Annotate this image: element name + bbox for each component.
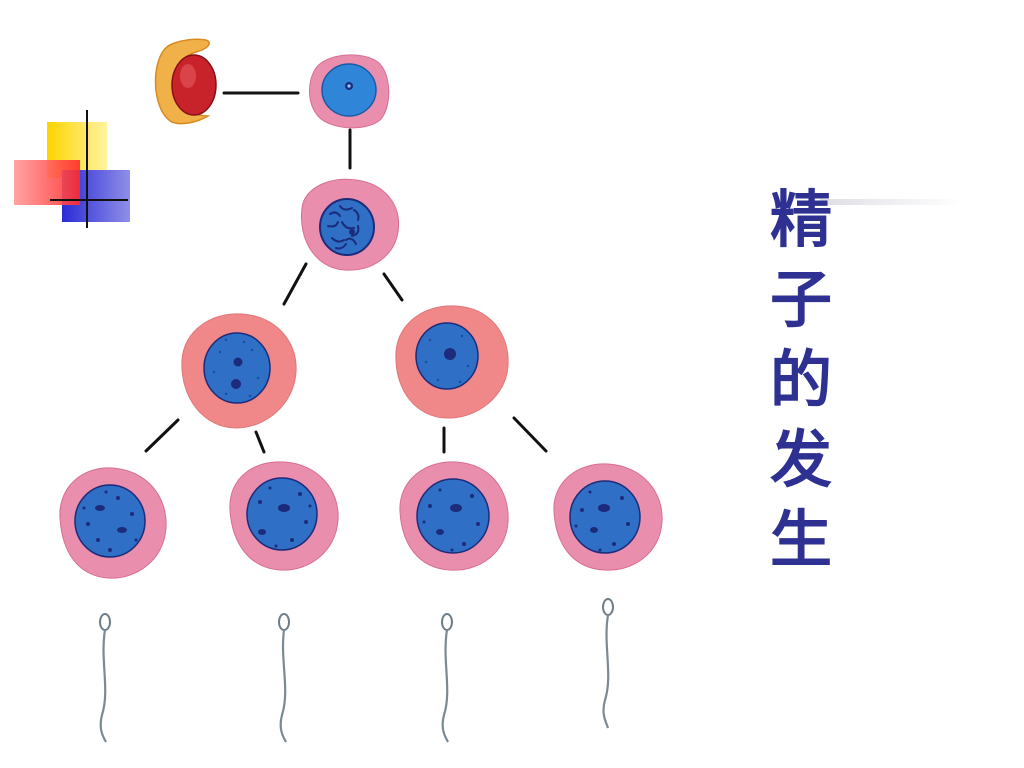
sperm-cell [602,598,614,729]
spermatid-cell [399,461,509,571]
connector-line [282,262,308,306]
spermatid-cell [229,461,339,571]
sperm-cell [441,613,453,743]
connector-line [382,272,404,302]
connector-line [144,418,180,453]
connector-lines [144,91,548,454]
slide-title-text: 精子的发生 [768,180,834,580]
spermatogonium-cell [309,54,390,129]
testis-icon [154,38,217,125]
spermatid-cell [59,467,167,579]
sperm-cell [278,613,290,743]
secondary-spermatocyte-cell [181,313,297,429]
sperm-cell [99,613,111,743]
decorative-squares-icon [14,110,130,228]
title-underline [820,199,960,205]
slide-title: 精子的发生 [768,180,834,580]
primary-spermatocyte-cell [300,178,400,271]
spermatid-cell [553,463,663,571]
slide-title-char: 精 [769,183,832,256]
secondary-spermatocyte-cell [395,305,509,419]
slide-title-char: 子 [769,263,832,336]
connector-line [512,416,548,453]
slide-title-char: 生 [769,503,832,576]
connector-line [254,430,266,454]
slide-title-char: 的 [769,343,832,416]
slide-title-char: 发 [769,423,832,496]
